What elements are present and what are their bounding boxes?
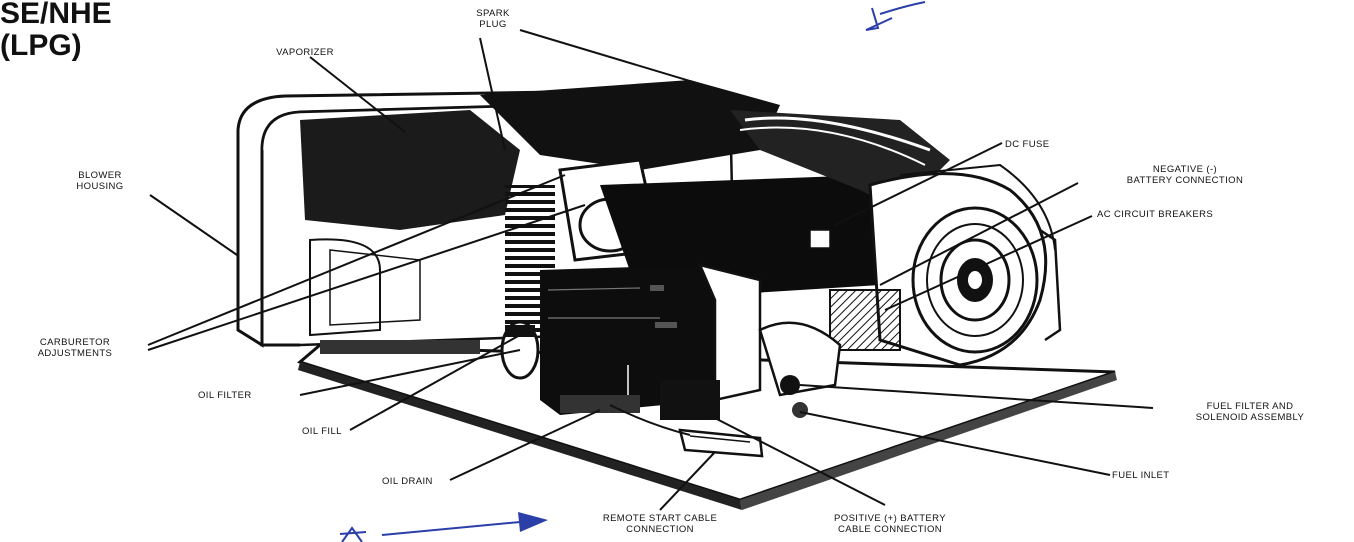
leader-carburetor-1 <box>147 174 566 346</box>
diagram-title-line1: SE/NHE <box>0 0 112 30</box>
leader-oil-filter <box>299 349 521 396</box>
label-spark-plug: SPARK PLUG <box>476 8 510 30</box>
leader-carburetor-2 <box>147 204 586 351</box>
label-fuel-inlet: FUEL INLET <box>1112 470 1170 481</box>
leader-fuel-inlet <box>799 411 1111 476</box>
leader-blower-housing <box>149 194 238 256</box>
label-oil-fill: OIL FILL <box>302 426 342 437</box>
leader-ac-breakers <box>884 215 1093 311</box>
label-positive-battery: POSITIVE (+) BATTERY CABLE CONNECTION <box>834 513 946 535</box>
label-negative-battery: NEGATIVE (-) BATTERY CONNECTION <box>1126 164 1244 186</box>
leader-fuel-filter <box>799 384 1154 409</box>
leader-positive-battery <box>659 389 886 506</box>
leader-spark-plug <box>479 37 506 151</box>
leader-negative-battery <box>879 182 1079 286</box>
pen-arrow-line <box>381 521 521 536</box>
leader-oil-drain <box>449 409 601 481</box>
leader-dc-fuse <box>834 142 1003 226</box>
leader-lines <box>147 29 1154 511</box>
diagram-title-line2: (LPG) <box>0 29 82 62</box>
label-ac-breakers: AC CIRCUIT BREAKERS <box>1097 209 1214 220</box>
label-oil-drain: OIL DRAIN <box>382 476 433 487</box>
label-oil-filter: OIL FILTER <box>198 390 252 401</box>
label-blower-housing: BLOWER HOUSING <box>76 170 124 192</box>
leader-oil-fill <box>349 334 521 431</box>
base-tray <box>296 343 1117 510</box>
label-carburetor: CARBURETOR ADJUSTMENTS <box>37 337 113 359</box>
leader-vaporizer <box>309 56 406 133</box>
leader-spark-plug-2 <box>519 29 771 106</box>
control-panel <box>540 263 762 415</box>
pen-star-bottom <box>339 526 367 542</box>
pen-marks <box>339 1 926 542</box>
pen-scribble-top <box>865 1 926 31</box>
leader-remote-start <box>659 451 716 511</box>
pen-arrow-head <box>518 512 548 532</box>
label-vaporizer: VAPORIZER <box>276 47 334 58</box>
label-remote-start: REMOTE START CABLE CONNECTION <box>602 513 718 535</box>
label-fuel-filter: FUEL FILTER AND SOLENOID ASSEMBLY <box>1195 401 1305 423</box>
label-dc-fuse: DC FUSE <box>1005 139 1050 150</box>
